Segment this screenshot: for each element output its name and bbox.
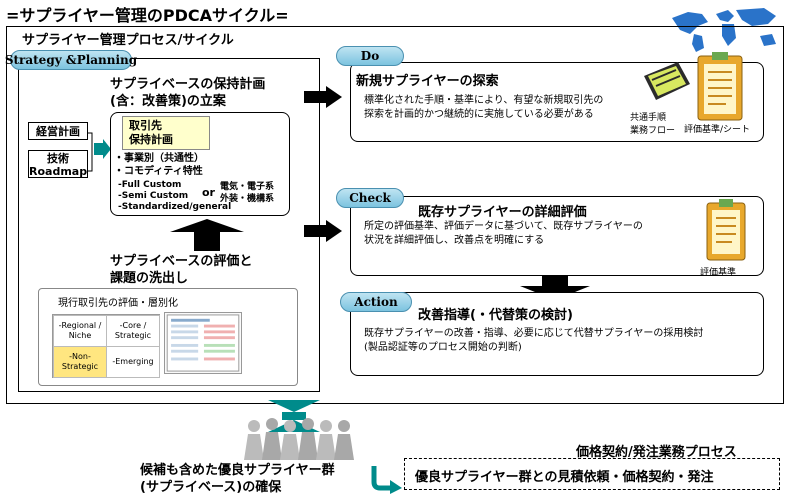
business-plan-box: 経営計画 [28,122,88,140]
check-caption: 評価基準 [700,268,737,278]
do-title: 新規サプライヤーの探索 [356,74,499,89]
arrow-to-do [304,86,342,108]
result-text-2: (サプライベース)の確保 [140,480,282,495]
do-caption-1-line1: 共通手順 [630,113,667,123]
plan-heading-2: (含：改善策)の立案 [110,94,226,109]
plan-heading-1: サプライベースの保持計画 [110,77,266,92]
up-arrow [170,219,244,251]
arrow-to-check [304,220,342,242]
check-desc-2: 状況を詳細評価し、改善点を明確にする [364,235,545,246]
item-business: ・事業別（共通性） [114,153,204,164]
action-desc-2: (製品認証等のプロセス開始の判断) [364,342,522,353]
item-standardized: -Standardized/general [118,202,232,212]
clipboard-icon [697,52,743,121]
eval-heading-2: 課題の洗出し [110,271,189,286]
check-panel [350,196,764,276]
do-caption-2: 評価基準/シート [684,125,751,135]
pdca-frame [6,26,784,404]
item-full-custom: -Full Custom [118,180,182,190]
action-desc-1: 既存サプライヤーの改善・指導、必要に応じて代替サプライヤーの採用検討 [364,328,704,339]
check-title: 既存サプライヤーの詳細評価 [418,205,587,220]
do-panel [350,62,764,142]
matrix-non-strategic: -Non-Strategic [53,346,107,378]
sector-electrical: 電気・電子系 [220,182,275,192]
curved-arrow-icon [371,466,402,494]
matrix-regional-niche: -Regional / Niche [53,315,107,347]
item-semi-custom: -Semi Custom [118,191,189,201]
workflow-manual-icon [644,62,690,100]
process-label: 価格契約/発注業務プロセス [576,445,737,460]
world-map-icon [668,4,780,54]
process-title: サプライヤー管理プロセス/サイクル [22,33,234,48]
matrix-emerging: -Emerging [106,346,160,378]
check-pill: Check [336,188,404,208]
action-pill: Action [340,292,412,312]
evaluation-sheet-icon [164,312,242,374]
sector-mechanical: 外装・機構系 [220,194,275,204]
or-label: or [202,186,215,199]
matrix-core-strategic: -Core / Strategic [106,315,160,347]
eval-heading-1: サプライベースの評価と [110,254,253,269]
item-commodity: ・コモディティ特性 [114,166,203,177]
tech-roadmap-box: 技術 Roadmap [28,150,88,178]
action-title: 改善指導(・代替策の検討) [418,308,573,323]
action-panel [350,292,764,376]
eval-box-label: 現行取引先の評価・層別化 [58,298,178,309]
page-title: =サプライヤー管理のPDCAサイクル= [6,6,289,25]
result-text-1: 候補も含めた優良サプライヤー群 [140,463,335,478]
do-pill: Do [336,46,404,66]
supplier-retention-plan-box: 取引先 保持計画 [122,116,210,150]
procurement-process-box: 優良サプライヤー群との見積依頼・価格契約・発注 [404,458,780,490]
criteria-clipboard-icon [706,199,746,261]
do-desc-2: 探索を計画的かつ継続的に実施している必要がある [364,109,594,120]
strategy-pill: Strategy &Planning [5,50,137,70]
supplier-group-icon [244,418,354,460]
supplier-matrix: -Regional / Niche -Core / Strategic -Non… [52,314,160,378]
do-caption-1-line2: 業務フロー [630,126,676,136]
check-desc-1: 所定の評価基準、評価データに基づいて、既存サプライヤーの [364,221,643,232]
do-desc-1: 標準化された手順・基準により、有望な新規取引先の [364,95,604,106]
input-connector [88,132,111,172]
